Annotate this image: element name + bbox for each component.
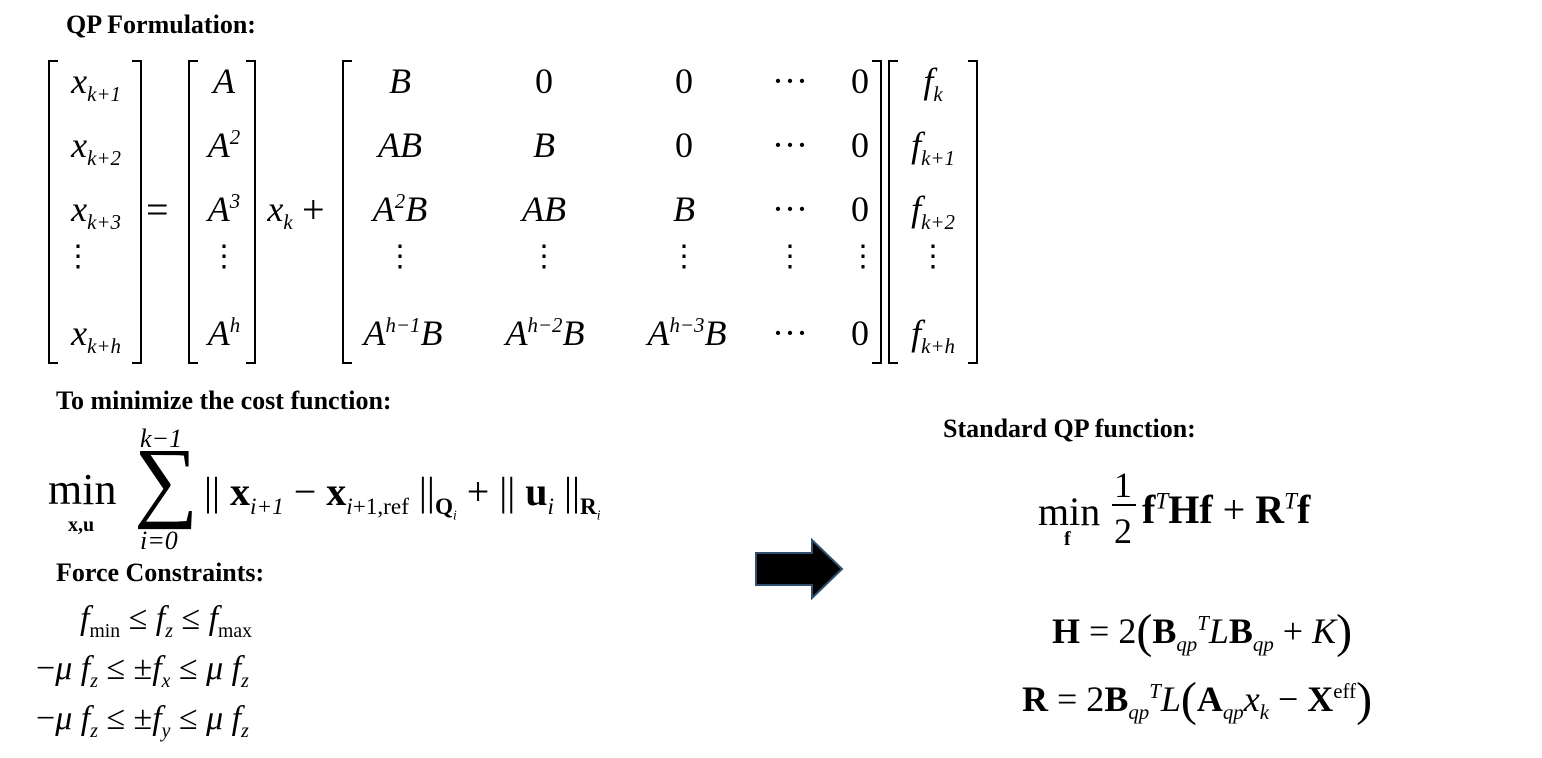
plus-sign: + <box>302 187 325 232</box>
cost-function: min x,u k−1 ∑ i=0 || xi+1 − xi+1,ref ||Q… <box>48 424 601 555</box>
min-operator: min <box>48 465 117 514</box>
force-constraints-heading: Force Constraints: <box>56 558 265 587</box>
constraint-fz: fmin ≤ fz ≤ fmax <box>80 600 252 642</box>
right-bracket <box>872 60 882 364</box>
left-bracket <box>342 60 352 364</box>
qp-formulation-heading: QP Formulation: <box>66 10 256 39</box>
left-bracket <box>48 60 58 364</box>
linear-term-equation: R = 2BqpTL(Aqpxk − Xeff) <box>1022 673 1373 726</box>
right-bracket <box>968 60 978 364</box>
right-bracket <box>132 60 142 364</box>
standard-qp-objective: min f 1 2 fTHf + RTf <box>1038 465 1311 551</box>
hessian-equation: H = 2(BqpTLBqp + K) <box>1052 605 1353 658</box>
right-bracket <box>246 60 256 364</box>
constraint-fx: −μ fz ≤ ±fx ≤ μ fz <box>36 650 249 692</box>
left-bracket <box>888 60 898 364</box>
sum-symbol: ∑ <box>134 431 199 530</box>
equals-sign: = <box>146 187 169 232</box>
left-bracket <box>188 60 198 364</box>
right-arrow-icon <box>755 537 844 601</box>
constraint-fy: −μ fz ≤ ±fy ≤ μ fz <box>36 700 249 742</box>
standard-qp-heading: Standard QP function: <box>943 414 1196 443</box>
minimize-cost-heading: To minimize the cost function: <box>56 386 392 415</box>
qp-matrix-equation: xk+1 xk+2 xk+3 ⋮ xk+h = A A2 A3 ⋮ Ah xk … <box>0 0 1000 380</box>
